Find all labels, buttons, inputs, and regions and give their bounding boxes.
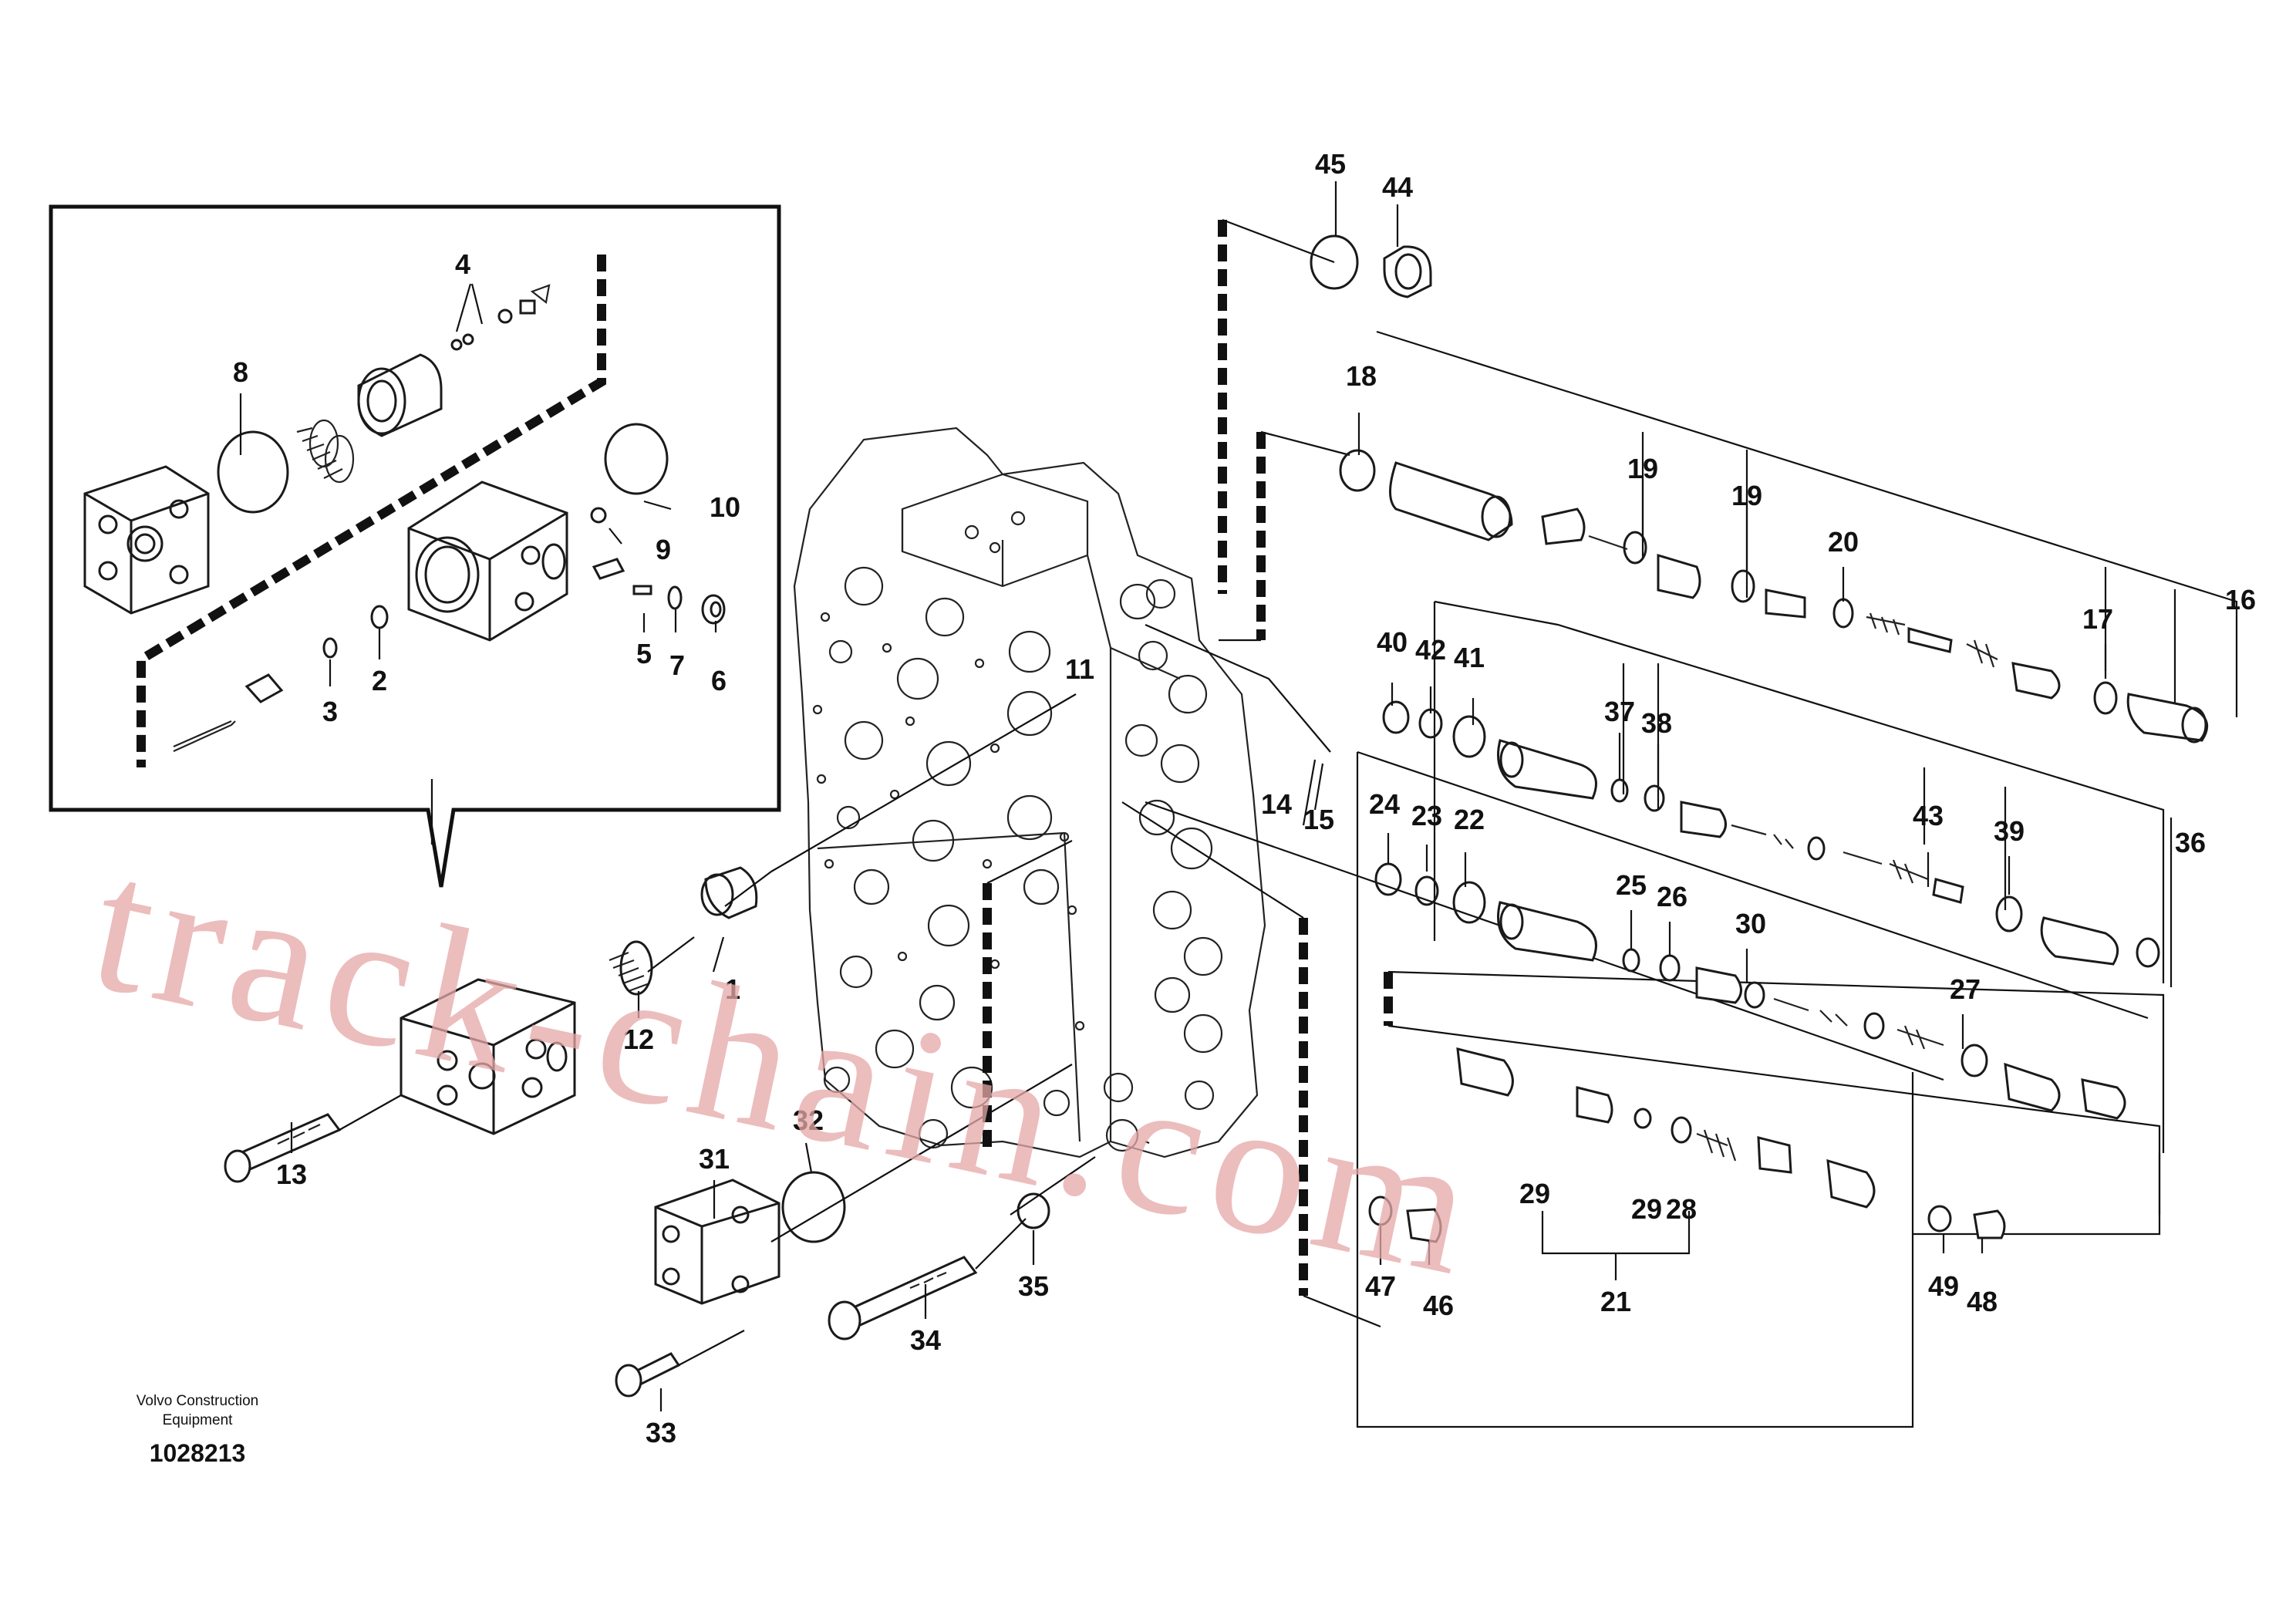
callout-28: 28 [1666,1193,1697,1225]
callout-13: 13 [276,1158,307,1190]
callout-27: 27 [1950,973,1981,1005]
callout-17: 17 [2082,603,2113,635]
callout-12: 12 [623,1023,654,1055]
callout-9: 9 [656,534,671,565]
callout-38: 38 [1641,707,1672,739]
callout-33: 33 [646,1417,676,1448]
manufacturer-block: Volvo Construction Equipment 1028213 [137,1393,258,1467]
callout-5: 5 [636,638,652,669]
callout-19a: 19 [1627,453,1658,484]
callout-3: 3 [322,696,338,727]
callout-16: 16 [2225,584,2256,615]
callout-19b: 19 [1731,480,1762,511]
callout-20: 20 [1828,526,1859,558]
callout-35: 35 [1018,1270,1049,1302]
callout-leaders [239,181,2107,1411]
manufacturer-line1: Volvo Construction [137,1393,258,1409]
callout-49: 49 [1928,1270,1959,1302]
callout-36: 36 [2175,827,2206,858]
inset-detail-frame [49,204,781,888]
control-valve-body [793,427,1266,1158]
callout-45: 45 [1315,148,1346,180]
drawing-number: 1028213 [150,1439,246,1467]
callout-39: 39 [1994,815,2025,847]
callout-44: 44 [1382,171,1413,203]
callout-6: 6 [711,665,727,696]
callout-26: 26 [1657,881,1687,912]
callout-40: 40 [1377,626,1408,658]
callout-34: 34 [910,1324,941,1356]
callout-29b: 29 [1631,1193,1662,1225]
callout-1: 1 [725,973,740,1005]
callout-32: 32 [793,1104,824,1136]
callout-8: 8 [233,356,248,388]
callout-14: 14 [1261,788,1292,820]
callout-18: 18 [1346,360,1377,392]
callout-22: 22 [1454,804,1485,835]
cover-and-bolts [224,693,1150,1398]
relief-valve-parts [1310,234,2209,1243]
callout-7: 7 [669,649,685,681]
manufacturer-line2: Equipment [163,1412,234,1428]
callout-46: 46 [1423,1290,1454,1321]
inset-parts [83,284,726,753]
callout-11: 11 [1065,653,1094,685]
callout-24: 24 [1369,788,1400,820]
callouts: 1 2 3 4 5 6 7 8 9 10 12 13 14 15 16 17 1… [233,148,2256,1448]
assembly-lines [983,218,2238,1428]
callout-43: 43 [1913,800,1944,831]
callout-23: 23 [1411,800,1442,831]
callout-4: 4 [455,248,470,280]
callout-48: 48 [1967,1286,1998,1317]
watermark: track-chain.com [76,816,1499,1318]
callout-31: 31 [699,1143,730,1175]
callout-29a: 29 [1519,1178,1550,1209]
callout-37: 37 [1604,696,1635,727]
callout-25: 25 [1616,869,1647,901]
callout-10: 10 [710,491,740,523]
callout-21: 21 [1600,1286,1631,1317]
callout-47: 47 [1365,1270,1396,1302]
callout-2: 2 [372,665,387,696]
callout-42: 42 [1415,634,1446,666]
callout-15: 15 [1303,804,1334,835]
callout-30: 30 [1735,908,1766,939]
callout-41: 41 [1454,642,1485,673]
